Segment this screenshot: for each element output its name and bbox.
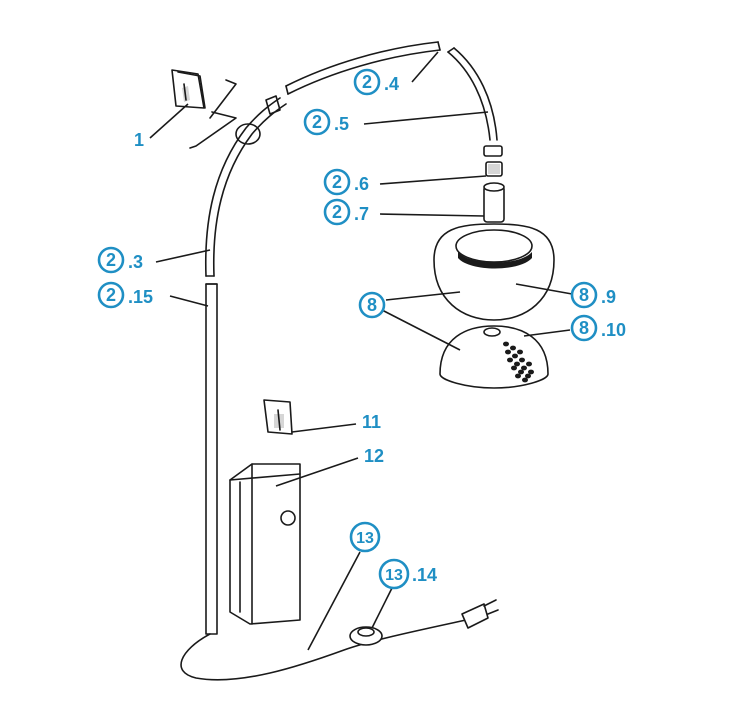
perforation-hole xyxy=(511,365,517,371)
perforation-hole xyxy=(505,349,511,355)
callout-2-7-suffix: .7 xyxy=(354,204,369,224)
callout-8: 8 xyxy=(358,291,386,319)
callout-2-7-circle-label: 2 xyxy=(332,202,342,222)
socket-parts xyxy=(483,145,505,223)
callout-2-3: 2 .3 xyxy=(97,246,143,274)
perforation-hole xyxy=(526,361,532,367)
part-11-bracket xyxy=(263,399,293,435)
callout-1: 1 xyxy=(134,130,144,150)
callout-8-10-suffix: .10 xyxy=(601,320,626,340)
callout-1-label: 1 xyxy=(134,130,144,150)
callout-13-14-suffix: .14 xyxy=(412,565,437,585)
callout-2-15: 2 .15 xyxy=(97,281,153,309)
callout-8-9-circle-label: 8 xyxy=(579,285,589,305)
perforation-hole xyxy=(521,365,527,371)
arc-rod xyxy=(204,41,498,277)
leader-lines xyxy=(149,51,573,651)
callout-2-6-circle-label: 2 xyxy=(332,172,342,192)
perforation-hole xyxy=(528,369,534,375)
callout-12-label: 12 xyxy=(364,446,384,466)
perforation-hole xyxy=(514,361,520,367)
callout-13-14-circle-label: 13 xyxy=(385,567,403,584)
callout-2-4-suffix: .4 xyxy=(384,74,399,94)
callout-2-3-circle-label: 2 xyxy=(106,250,116,270)
callout-8-9: 8 .9 xyxy=(570,281,616,309)
callout-2-6-suffix: .6 xyxy=(354,174,369,194)
callout-13-circle-label: 13 xyxy=(356,530,374,547)
perforation-hole xyxy=(517,349,523,355)
perforation-hole xyxy=(503,341,509,347)
perforation-hole xyxy=(507,357,513,363)
callout-13-14: 13 .14 xyxy=(378,558,437,590)
perforation-hole xyxy=(512,353,518,359)
callout-8-circle-label: 8 xyxy=(367,295,377,315)
callout-2-6: 2 .6 xyxy=(323,168,369,196)
callout-8-9-suffix: .9 xyxy=(601,287,616,307)
callout-2-4: 2 .4 xyxy=(353,68,399,96)
callout-11-label: 11 xyxy=(362,412,381,432)
dome-shade xyxy=(433,223,555,321)
perforation-hole xyxy=(519,357,525,363)
part-13-cable xyxy=(180,599,499,681)
callout-2-15-circle-label: 2 xyxy=(106,285,116,305)
perforation-hole xyxy=(518,369,524,375)
callout-13: 13 xyxy=(349,521,381,553)
callout-2-5-suffix: .5 xyxy=(334,114,349,134)
part-1-bracket xyxy=(171,69,237,149)
part-12-base xyxy=(229,463,301,625)
perforation-hole xyxy=(522,377,528,383)
callout-8-10: 8 .10 xyxy=(570,314,626,342)
callout-2-4-circle-label: 2 xyxy=(362,72,372,92)
callout-2-5: 2 .5 xyxy=(303,108,349,136)
callout-8-10-circle-label: 8 xyxy=(579,318,589,338)
callout-2-7: 2 .7 xyxy=(323,198,369,226)
callout-2-15-suffix: .15 xyxy=(128,287,153,307)
perforation-hole xyxy=(515,373,521,379)
callout-11: 11 xyxy=(362,412,381,432)
perforation-hole xyxy=(525,373,531,379)
perforated-dome xyxy=(439,325,549,389)
vertical-pole xyxy=(205,283,218,635)
perforation-hole xyxy=(510,345,516,351)
callout-2-5-circle-label: 2 xyxy=(312,112,322,132)
callout-12: 12 xyxy=(364,446,384,466)
callout-2-3-suffix: .3 xyxy=(128,252,143,272)
